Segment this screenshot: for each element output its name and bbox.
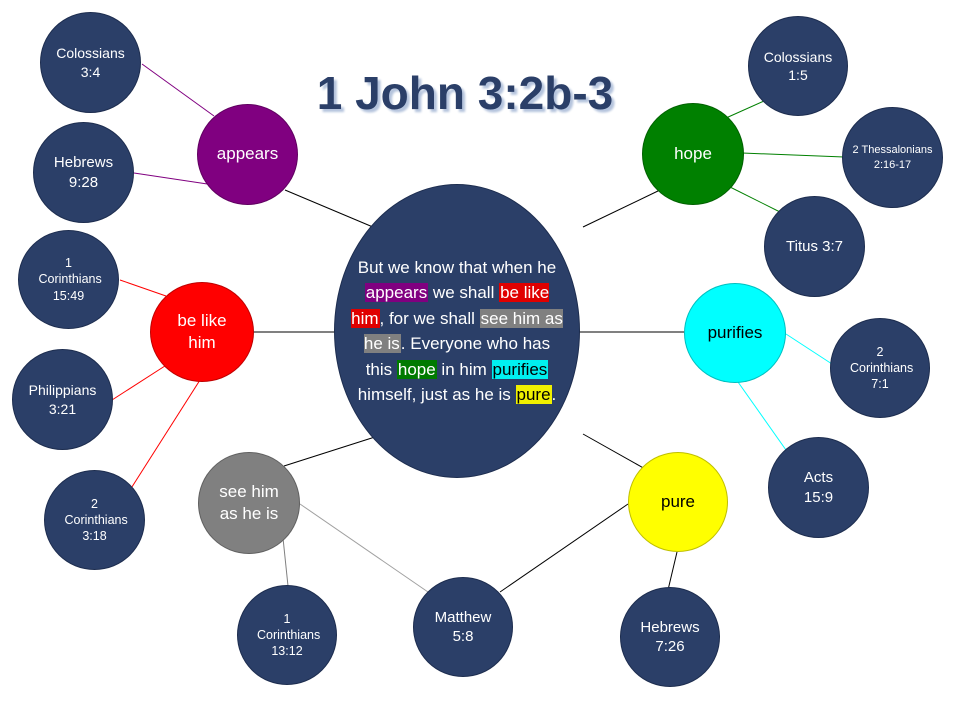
topic-see-him: see him as he is bbox=[198, 452, 300, 554]
connector-center-pure bbox=[582, 433, 648, 471]
verse-part-1: But we know that when he bbox=[357, 257, 557, 277]
connector-purifies-2cor bbox=[785, 333, 833, 365]
connector-belike-1cor bbox=[119, 279, 167, 297]
connector-appears-colossians bbox=[141, 63, 215, 117]
ref-2-corinthians-7-1: 2 Corinthians 7:1 bbox=[830, 318, 930, 418]
ref-1-corinthians-13-12: 1 Corinthians 13:12 bbox=[237, 585, 337, 685]
ref-philippians-3-21: Philippians 3:21 bbox=[12, 349, 113, 450]
ref-hebrews-9-28: Hebrews 9:28 bbox=[33, 122, 134, 223]
connector-hope-colossians bbox=[725, 100, 765, 119]
connector-seehim-matthew bbox=[299, 503, 429, 593]
ref-titus-3-7-label: Titus 3:7 bbox=[786, 237, 843, 255]
ref-hebrews-7-26-label: Hebrews 7:26 bbox=[640, 618, 700, 656]
topic-pure-label: pure bbox=[660, 491, 696, 511]
ref-2-corinthians-3-18: 2 Corinthians 3:18 bbox=[44, 470, 145, 570]
topic-hope: hope bbox=[642, 103, 744, 205]
ref-philippians-3-21-label: Philippians 3:21 bbox=[28, 382, 97, 417]
ref-2-thessalonians-2-16: 2 Thessalonians 2:16-17 bbox=[842, 107, 943, 208]
connector-belike-2cor bbox=[129, 379, 201, 491]
connector-hope-titus bbox=[727, 185, 781, 213]
center-verse-node: But we know that when he appears we shal… bbox=[334, 184, 580, 478]
ref-2-corinthians-3-18-label: 2 Corinthians 3:18 bbox=[64, 496, 128, 544]
connector-pure-hebrews bbox=[667, 551, 678, 591]
ref-colossians-1-5: Colossians 1:5 bbox=[748, 16, 848, 116]
verse-part-4: . Everyone who has this bbox=[365, 334, 551, 379]
topic-be-like-him: be like him bbox=[150, 282, 254, 382]
verse-part-2: we shall bbox=[428, 283, 500, 302]
connector-seehim-1cor bbox=[282, 537, 289, 587]
ref-2-corinthians-7-1-label: 2 Corinthians 7:1 bbox=[850, 344, 914, 392]
ref-2-thessalonians-2-16-label: 2 Thessalonians 2:16-17 bbox=[852, 144, 933, 171]
topic-see-him-label: see him as he is bbox=[219, 481, 279, 523]
verse-highlight-pure: pure bbox=[515, 385, 552, 404]
connector-pure-matthew bbox=[499, 503, 629, 593]
ref-1-corinthians-15-49-label: 1 Corinthians 15:49 bbox=[38, 256, 102, 303]
ref-hebrews-7-26: Hebrews 7:26 bbox=[620, 587, 720, 687]
ref-colossians-1-5-label: Colossians 1:5 bbox=[763, 48, 833, 83]
topic-purifies: purifies bbox=[684, 283, 786, 383]
ref-matthew-5-8-label: Matthew 5:8 bbox=[434, 608, 492, 646]
ref-acts-15-9: Acts 15:9 bbox=[768, 437, 869, 538]
ref-hebrews-9-28-label: Hebrews 9:28 bbox=[53, 154, 114, 191]
verse-text: But we know that when he appears we shal… bbox=[351, 255, 563, 408]
connector-belike-phil bbox=[111, 363, 169, 401]
topic-appears-label: appears bbox=[216, 144, 279, 164]
verse-part-6: himself, just as he is bbox=[357, 385, 516, 404]
verse-highlight-purifies: purifies bbox=[491, 359, 549, 379]
ref-titus-3-7: Titus 3:7 bbox=[764, 196, 865, 297]
topic-be-like-him-label: be like him bbox=[177, 310, 227, 352]
ref-1-corinthians-13-12-label: 1 Corinthians 13:12 bbox=[257, 611, 321, 659]
ref-acts-15-9-label: Acts 15:9 bbox=[803, 469, 834, 506]
verse-highlight-appears: appears bbox=[364, 283, 429, 302]
ref-1-corinthians-15-49: 1 Corinthians 15:49 bbox=[18, 230, 119, 329]
verse-part-5: in him bbox=[436, 359, 492, 379]
topic-appears: appears bbox=[197, 104, 298, 205]
topic-pure: pure bbox=[628, 452, 728, 552]
topic-purifies-label: purifies bbox=[707, 322, 763, 342]
ref-colossians-3-4-label: Colossians 3:4 bbox=[56, 45, 125, 80]
page-title: 1 John 3:2b-3 bbox=[316, 67, 614, 119]
connector-purifies-acts bbox=[737, 381, 787, 451]
verse-highlight-hope: hope bbox=[396, 359, 437, 379]
ref-colossians-3-4: Colossians 3:4 bbox=[40, 12, 141, 113]
connector-center-appears bbox=[284, 189, 381, 231]
connector-center-hope bbox=[582, 189, 661, 228]
verse-part-7: . bbox=[551, 385, 557, 404]
connector-center-see-him bbox=[283, 435, 379, 467]
ref-matthew-5-8: Matthew 5:8 bbox=[413, 577, 513, 677]
verse-part-3: , for we shall bbox=[379, 308, 480, 328]
topic-hope-label: hope bbox=[674, 143, 712, 163]
connector-hope-thess bbox=[741, 152, 845, 158]
